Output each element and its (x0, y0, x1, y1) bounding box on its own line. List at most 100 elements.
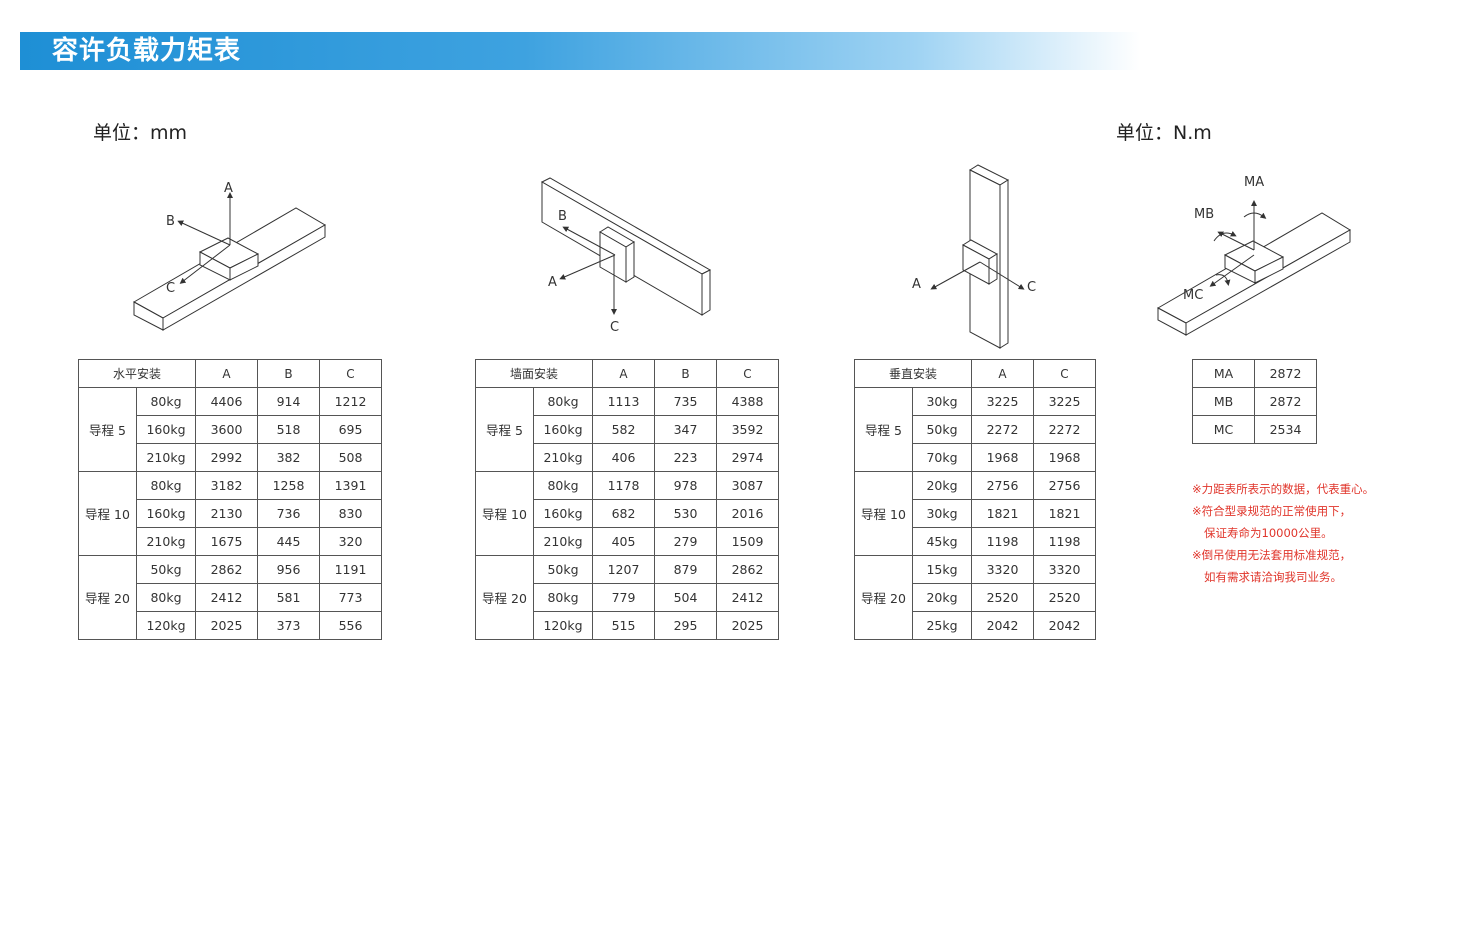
value-cell: 582 (592, 415, 655, 444)
value-cell: 956 (257, 555, 320, 584)
moment-label-mb: MB (1194, 207, 1214, 222)
load-cell: 45kg (912, 527, 972, 556)
table-title: 垂直安装 (854, 359, 972, 388)
table-moment: MA 2872 MB 2872 MC 2534 (1192, 359, 1317, 444)
value-cell: 373 (257, 611, 320, 640)
value-cell: 879 (654, 555, 717, 584)
load-cell: 80kg (533, 471, 593, 500)
load-cell: 160kg (136, 499, 196, 528)
value-cell: 504 (654, 583, 717, 612)
value-cell: 1968 (1033, 443, 1096, 472)
load-cell: 25kg (912, 611, 972, 640)
vertical-mount-illustration: A C (912, 164, 1036, 349)
table-row: 导程 20 50kg 1207 879 2862 (475, 555, 779, 640)
table-title: 水平安装 (78, 359, 196, 388)
axis-label-c: C (1027, 280, 1036, 295)
diagram-moment: MA MB MC (1150, 165, 1360, 340)
col-header: A (592, 359, 655, 388)
value-cell: 3087 (716, 471, 779, 500)
value-cell: 1191 (319, 555, 382, 584)
load-cell: 210kg (533, 443, 593, 472)
value-cell: 2992 (195, 443, 258, 472)
value-cell: 3600 (195, 415, 258, 444)
table-horizontal-mount: 水平安装 A B C 导程 5 80kg 4406 914 1212 160kg… (78, 359, 382, 640)
note-line: 保证寿命为10000公里。 (1204, 526, 1333, 540)
value-cell: 2520 (1033, 583, 1096, 612)
table-row: 160kg 3600 518 695 (79, 415, 382, 444)
table-row: 导程 10 80kg 1178 978 3087 (475, 471, 779, 556)
col-header: B (257, 359, 320, 388)
table-row: 导程 5 80kg 4406 914 1212 (78, 387, 382, 472)
value-cell: 2025 (716, 611, 779, 640)
value-cell: 3320 (1033, 555, 1096, 584)
load-cell: 80kg (136, 471, 196, 500)
table-row: 120kg 515 295 2025 (476, 611, 779, 640)
moment-name-cell: MA (1192, 359, 1255, 388)
table-row: 导程 10 20kg 2756 2756 (854, 471, 1096, 556)
value-cell: 405 (592, 527, 655, 556)
moment-name-cell: MB (1192, 387, 1255, 416)
value-cell: 1391 (319, 471, 382, 500)
lead-cell: 导程 10 (854, 471, 913, 556)
wall-mount-illustration: B A C (540, 177, 712, 335)
value-cell: 2520 (971, 583, 1034, 612)
col-header: C (1033, 359, 1096, 388)
value-cell: 2756 (1033, 471, 1096, 500)
table-row: MA 2872 (1192, 359, 1317, 388)
table-row: 80kg 2412 581 773 (79, 583, 382, 612)
unit-label-mm: 单位：mm (93, 122, 188, 144)
value-cell: 3225 (1033, 387, 1096, 416)
value-cell: 1178 (592, 471, 655, 500)
table-row: 80kg 779 504 2412 (476, 583, 779, 612)
value-cell: 295 (654, 611, 717, 640)
lead-cell: 导程 20 (475, 555, 534, 640)
note-line: 如有需求请洽询我司业务。 (1204, 570, 1342, 584)
table-row: 导程 5 80kg 1113 735 4388 (475, 387, 779, 472)
header-banner: 容许负载力矩表 (20, 32, 1140, 70)
value-cell: 3225 (971, 387, 1034, 416)
value-cell: 2042 (1033, 611, 1096, 640)
value-cell: 2412 (716, 583, 779, 612)
value-cell: 2862 (716, 555, 779, 584)
value-cell: 581 (257, 583, 320, 612)
value-cell: 736 (257, 499, 320, 528)
lead-cell: 导程 20 (78, 555, 137, 640)
table-row: MC 2534 (1192, 415, 1317, 444)
table-header-row: 墙面安装 A B C (475, 359, 779, 388)
value-cell: 556 (319, 611, 382, 640)
value-cell: 2130 (195, 499, 258, 528)
table-title: 墙面安装 (475, 359, 593, 388)
load-cell: 210kg (136, 443, 196, 472)
load-cell: 30kg (912, 499, 972, 528)
value-cell: 1821 (1033, 499, 1096, 528)
load-cell: 120kg (136, 611, 196, 640)
value-cell: 735 (654, 387, 717, 416)
lead-cell: 导程 10 (475, 471, 534, 556)
value-cell: 3592 (716, 415, 779, 444)
moment-illustration: MA MB MC (1156, 175, 1351, 336)
note-line: ※符合型录规范的正常使用下， (1192, 504, 1352, 518)
value-cell: 1198 (971, 527, 1034, 556)
table-row: MB 2872 (1192, 387, 1317, 416)
col-header: A (971, 359, 1034, 388)
value-cell: 2025 (195, 611, 258, 640)
note-line: ※力距表所表示的数据，代表重心。 (1192, 482, 1375, 496)
moment-value-cell: 2872 (1254, 387, 1317, 416)
value-cell: 3320 (971, 555, 1034, 584)
value-cell: 1509 (716, 527, 779, 556)
moment-value-cell: 2534 (1254, 415, 1317, 444)
lead-cell: 导程 5 (78, 387, 137, 472)
value-cell: 1198 (1033, 527, 1096, 556)
table-wall-mount: 墙面安装 A B C 导程 5 80kg 1113 735 4388 160kg… (475, 359, 779, 640)
table-row: 导程 20 50kg 2862 956 1191 (78, 555, 382, 640)
axis-label-c: C (166, 281, 175, 296)
note-line: ※倒吊使用无法套用标准规范， (1192, 548, 1352, 562)
table-row: 导程 20 15kg 3320 3320 (854, 555, 1096, 640)
table-row: 20kg 2520 2520 (855, 583, 1096, 612)
diagram-vertical: A C (900, 160, 1060, 350)
value-cell: 978 (654, 471, 717, 500)
axis-label-a: A (548, 275, 557, 290)
table-header-row: 水平安装 A B C (78, 359, 382, 388)
load-cell: 20kg (912, 583, 972, 612)
value-cell: 2272 (971, 415, 1034, 444)
